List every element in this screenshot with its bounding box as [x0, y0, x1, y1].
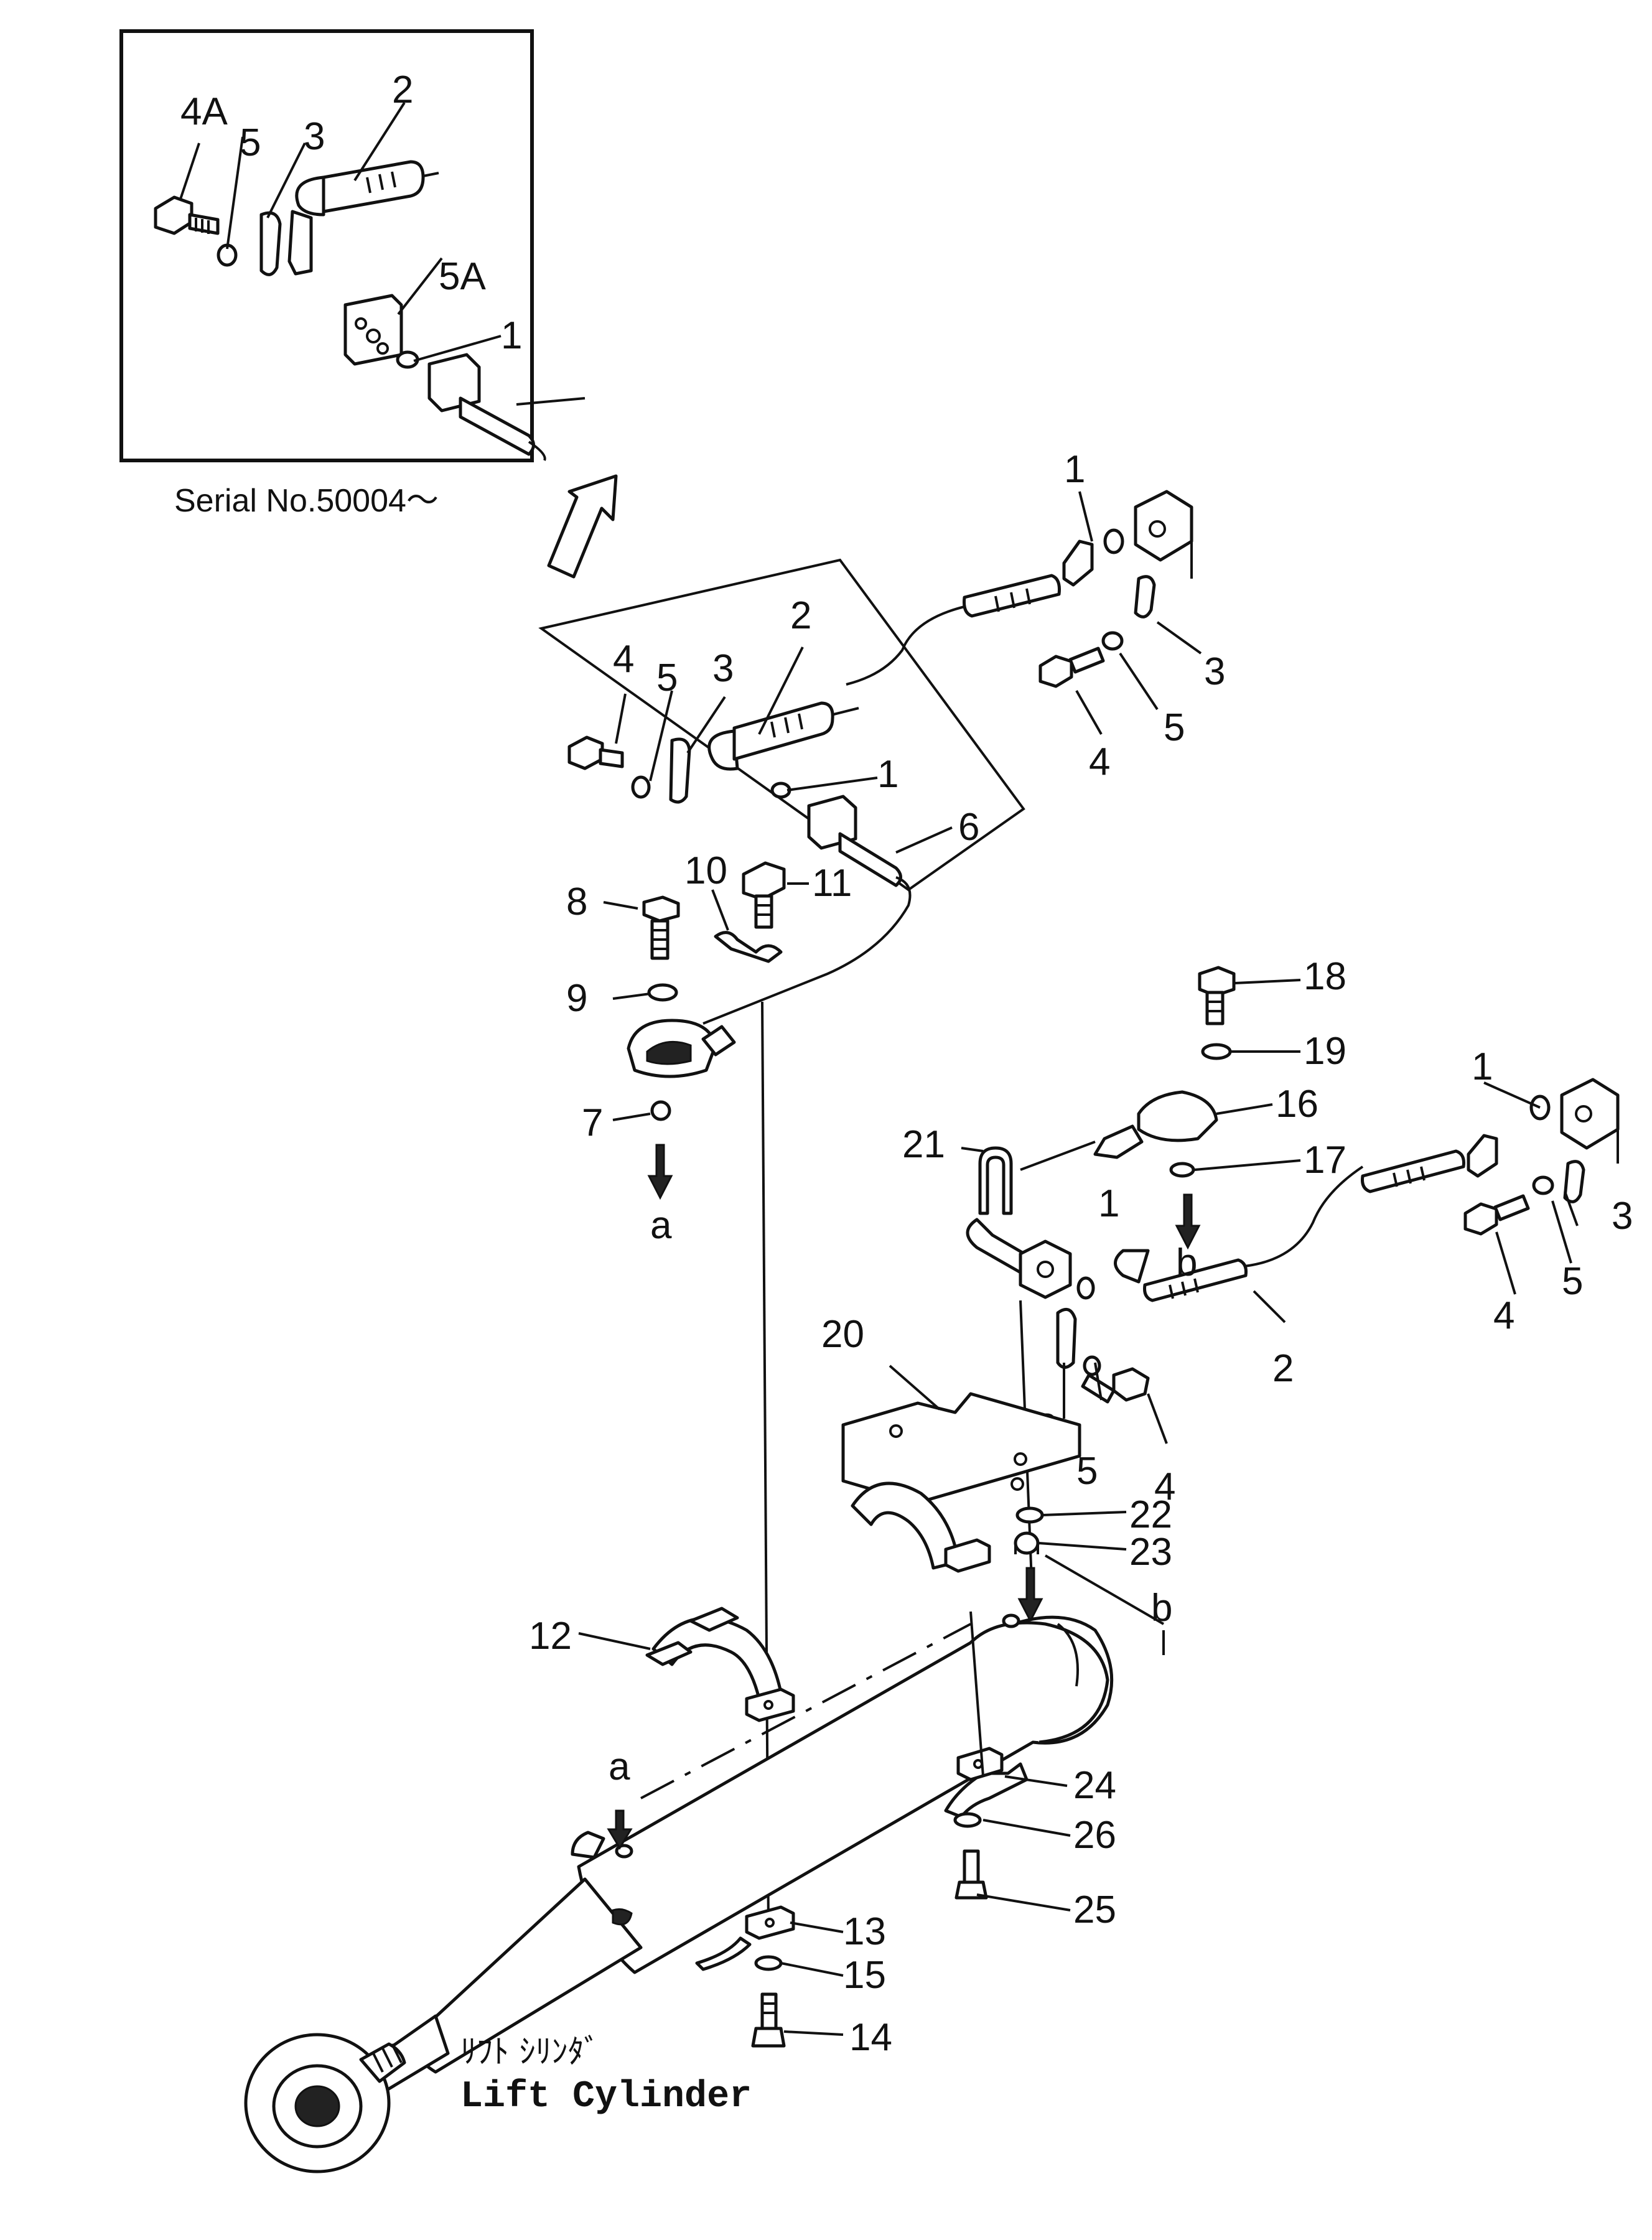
- label-right-4: 4: [1493, 1294, 1514, 1337]
- label-11: 11: [812, 862, 852, 905]
- inset-label-1: 1: [501, 314, 522, 357]
- label-20: 20: [821, 1313, 864, 1356]
- label-ref-a-upper: a: [650, 1204, 672, 1247]
- inset-label-5a: 5A: [439, 255, 486, 298]
- bracket-assembly: [841, 1392, 1081, 1623]
- inset-pointer-arrow: [547, 474, 618, 579]
- inset-label-4a: 4A: [180, 90, 228, 133]
- label-16: 16: [1276, 1083, 1318, 1126]
- clamp-24: [944, 1747, 1029, 1900]
- label-right-5: 5: [1562, 1260, 1583, 1303]
- inset-hose: [287, 160, 439, 276]
- cylinder-label-english: Lift Cylinder: [460, 2076, 752, 2118]
- inset-flange: [259, 211, 282, 276]
- upper-fitting-assembly: [846, 490, 1202, 735]
- leader-13-15-14: [780, 1921, 844, 2036]
- right-bolt-upper: [1463, 1194, 1530, 1236]
- label-upper-5: 5: [1164, 706, 1185, 749]
- label-9: 9: [566, 977, 587, 1020]
- vertical-guide-right: [969, 1611, 984, 1777]
- inset-label-3: 3: [304, 115, 325, 158]
- label-24: 24: [1073, 1764, 1116, 1807]
- upper-bolt-right: [1038, 646, 1105, 688]
- label-8: 8: [566, 880, 587, 923]
- label-right-1: 1: [1472, 1045, 1493, 1088]
- label-15: 15: [843, 1954, 886, 1997]
- detail-leaders: [615, 646, 953, 854]
- label-12: 12: [529, 1615, 572, 1658]
- inset-label-5: 5: [240, 121, 261, 164]
- inset-leaders: [179, 101, 502, 362]
- inset-panel: 4A 5 3 2 5A 1: [119, 29, 586, 462]
- label-ref-b-upper: b: [1176, 1241, 1197, 1284]
- label-right-2: 2: [1272, 1347, 1294, 1390]
- inset-label-2: 2: [392, 68, 413, 111]
- serial-number-note: Serial No.50004～: [174, 483, 439, 519]
- label-detail-2: 2: [790, 594, 811, 637]
- label-23: 23: [1129, 1531, 1172, 1574]
- label-upper-1: 1: [1064, 448, 1085, 491]
- label-upper-4: 4: [1089, 740, 1110, 783]
- clamp-12: [645, 1607, 795, 1722]
- adapter-leaders: [603, 882, 809, 1121]
- upper-flange-right: [1134, 575, 1156, 618]
- label-18: 18: [1304, 955, 1346, 998]
- right-fitting-assembly: [966, 966, 1620, 1404]
- right-leaders: [961, 979, 1579, 1444]
- label-upper-3: 3: [1204, 650, 1225, 693]
- leader-12: [578, 1632, 651, 1650]
- leader-24-26-25: [976, 1775, 1071, 1911]
- label-13: 13: [843, 1910, 886, 1953]
- clamp-13: [695, 1905, 795, 2048]
- label-14: 14: [849, 2016, 892, 2059]
- label-7: 7: [582, 1101, 603, 1144]
- inset-bolt: [154, 195, 220, 235]
- label-17: 17: [1304, 1139, 1346, 1182]
- label-center-4: 4: [1154, 1465, 1175, 1508]
- ref-a-arrow-lower: [607, 1809, 633, 1850]
- label-detail-3: 3: [712, 647, 734, 690]
- label-ref-a-lower: a: [609, 1745, 630, 1788]
- label-detail-1: 1: [877, 753, 898, 796]
- label-detail-4: 4: [613, 638, 634, 681]
- adapter-assembly: [627, 861, 786, 1200]
- label-21: 21: [902, 1123, 945, 1166]
- label-ref-b-lower: b: [1151, 1587, 1172, 1630]
- label-detail-5: 5: [656, 656, 678, 699]
- label-22: 22: [1129, 1493, 1172, 1536]
- label-25: 25: [1073, 1888, 1116, 1931]
- label-detail-6: 6: [958, 806, 979, 849]
- inset-flange-tube: [427, 353, 586, 461]
- label-19: 19: [1304, 1030, 1346, 1073]
- label-right-3: 3: [1612, 1195, 1633, 1238]
- detail-outline: [538, 558, 1025, 892]
- bracket-leaders: [889, 1365, 1165, 1625]
- label-26: 26: [1073, 1814, 1116, 1857]
- upper-oring: [1103, 528, 1124, 554]
- label-10: 10: [684, 849, 727, 892]
- detail-parts: [567, 701, 912, 1025]
- cylinder-label-japanese: ﾘﾌﾄ ｼﾘﾝﾀﾞ: [460, 2033, 600, 2071]
- label-center-1: 1: [1098, 1182, 1119, 1225]
